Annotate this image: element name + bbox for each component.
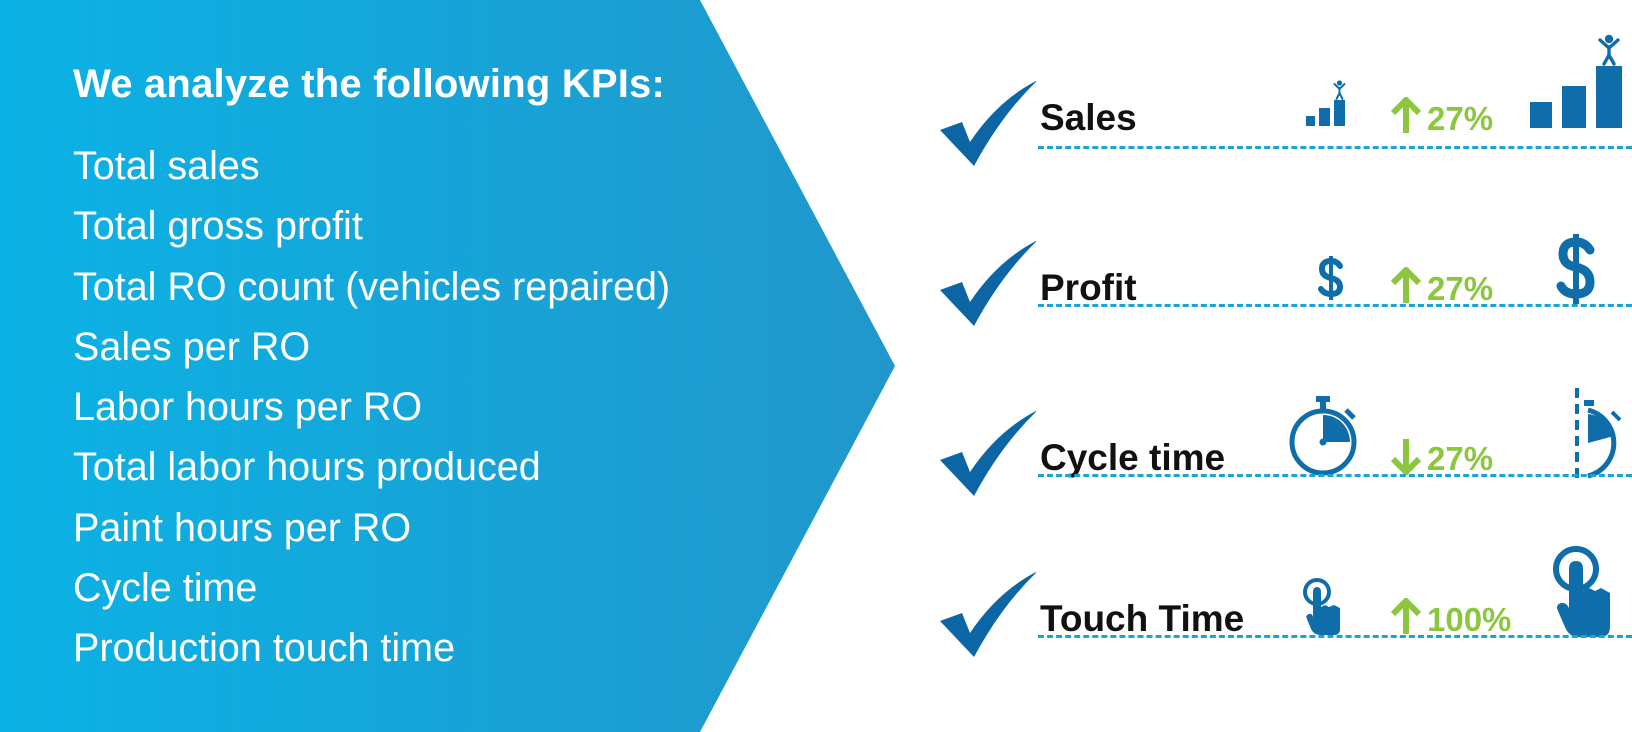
kpi-row-cycle-time: Cycle time 27% [940, 388, 1632, 520]
checkmark-icon [940, 411, 1036, 496]
dollar-icon [1556, 234, 1595, 304]
kpi-row-profit: Profit 27% [940, 234, 1632, 350]
kpi-name: Sales [1040, 97, 1137, 138]
arrow-up-icon [1390, 267, 1422, 303]
arrow-down-icon [1390, 439, 1422, 475]
change-value: 100% [1427, 601, 1512, 638]
stopwatch-icon [1575, 388, 1622, 482]
kpi-list-item: Total gross profit [73, 204, 363, 249]
change-value: 27% [1427, 270, 1494, 307]
kpi-name: Profit [1040, 267, 1137, 308]
kpi-list-item: Labor hours per RO [73, 385, 423, 430]
change-indicator: 27% [1389, 437, 1493, 478]
kpi-name: Cycle time [1040, 437, 1226, 478]
checkmark-icon [940, 81, 1036, 166]
checkmark-icon [940, 572, 1036, 657]
kpi-list-item: Production touch time [73, 626, 456, 671]
kpi-list-item: Cycle time [73, 566, 258, 611]
kpi-list-item: Total RO count (vehicles repaired) [73, 264, 671, 309]
kpi-list-item: Paint hours per RO [73, 505, 412, 550]
dollar-icon [1318, 256, 1344, 300]
kpi-name: Touch Time [1040, 598, 1245, 639]
change-value: 27% [1427, 100, 1494, 137]
bar-chart-person-icon [1530, 34, 1622, 128]
row-divider [1038, 146, 1632, 149]
row-divider [1038, 474, 1632, 477]
stopwatch-icon [1289, 396, 1357, 476]
hand-touch-icon [1553, 546, 1610, 637]
kpi-list-item: Total sales [73, 144, 260, 188]
arrow-up-icon [1390, 97, 1422, 133]
bar-chart-person-icon [1306, 80, 1346, 126]
row-divider [1038, 304, 1632, 307]
kpi-list-item: Total labor hours produced [73, 445, 541, 490]
kpi-panel-title: We analyze the following KPIs: [73, 62, 666, 106]
change-indicator: 100% [1389, 598, 1511, 639]
change-indicator: 27% [1389, 97, 1493, 138]
kpi-row-touch-time: Touch Time 100% [940, 546, 1632, 681]
kpi-list-item: Sales per RO [73, 324, 311, 369]
checkmark-icon [940, 241, 1036, 326]
change-value: 27% [1427, 440, 1494, 477]
row-divider [1038, 635, 1632, 638]
hand-touch-icon [1303, 578, 1340, 635]
kpi-list: Total sales Total gross profit Total RO … [73, 136, 670, 679]
kpi-row-sales: Sales 27% [940, 34, 1632, 190]
arrow-up-icon [1390, 598, 1422, 634]
change-indicator: 27% [1389, 267, 1493, 308]
